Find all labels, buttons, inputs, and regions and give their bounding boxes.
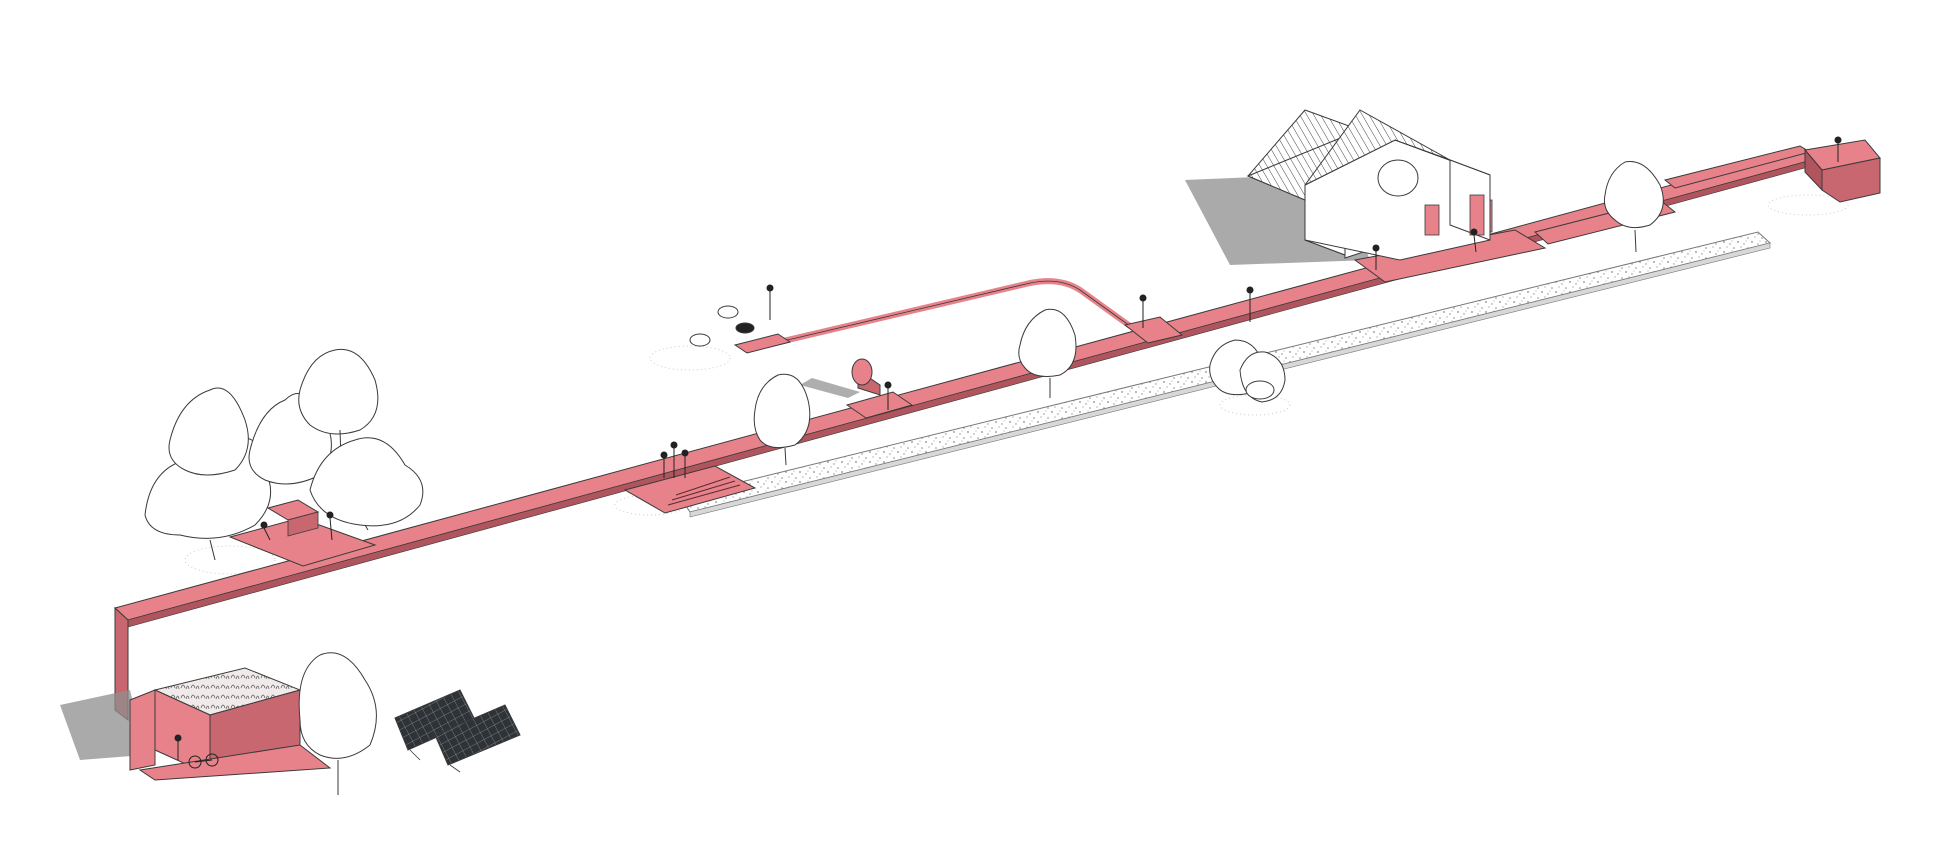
sheep-icon <box>689 333 711 347</box>
planter-kiosk <box>60 667 332 781</box>
person-icon <box>1834 136 1842 162</box>
person-icon <box>1470 228 1478 253</box>
tree-icon <box>1018 308 1077 398</box>
person-icon <box>670 441 678 478</box>
person-icon <box>766 284 774 320</box>
megaphone-sculpture <box>800 358 914 419</box>
person-icon <box>1139 294 1147 328</box>
person-icon <box>326 511 334 541</box>
sheep-icon <box>735 322 755 334</box>
person-icon <box>884 381 892 410</box>
tree-icon <box>168 387 249 476</box>
barn-house <box>1185 109 1547 283</box>
ground-texture <box>184 194 1849 575</box>
person-icon <box>681 449 689 478</box>
trees <box>144 160 1664 795</box>
person-icon <box>260 521 271 541</box>
people <box>174 136 1842 760</box>
person-icon <box>1246 286 1254 322</box>
solar-panels <box>394 689 521 773</box>
sheep-pen-branch <box>733 278 1184 354</box>
tree-icon <box>309 437 424 531</box>
tree-icon <box>298 348 379 491</box>
person-icon <box>174 734 182 760</box>
tree-icon <box>298 652 377 795</box>
bicycle-icon <box>188 753 219 769</box>
tree-icon <box>1604 160 1664 253</box>
tree-icon <box>753 373 811 466</box>
person-icon <box>1372 244 1380 270</box>
sheep-icon <box>717 305 739 319</box>
sheep <box>689 305 1275 400</box>
sheep-icon <box>1245 380 1275 400</box>
person-icon <box>660 451 668 478</box>
picnic-deck <box>228 499 377 567</box>
